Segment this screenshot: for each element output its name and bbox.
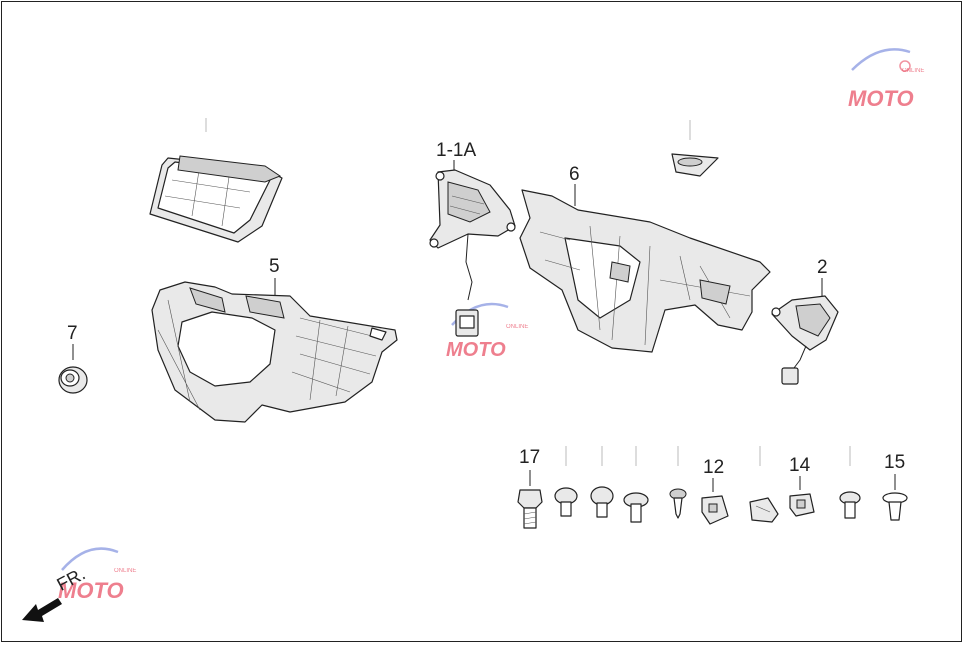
watermark-top-right: MOTO ONLINE — [848, 48, 924, 111]
part-5-front-cover — [151, 278, 398, 423]
watermark-subtext-bottom: ONLINE — [114, 568, 136, 574]
part-screw-b — [590, 446, 614, 518]
part-17-bolt — [517, 470, 543, 529]
part-7-grommet — [58, 344, 88, 394]
part-screw-c — [623, 446, 649, 523]
callout-17: 17 — [519, 447, 541, 468]
part-tapping-screw — [669, 446, 687, 519]
watermark-text-bottom: MOTO — [58, 578, 124, 603]
watermark-bottom-left: MOTO ONLINE — [58, 547, 136, 603]
callout-7: 7 — [67, 323, 78, 344]
part-1-1a-left-switch — [429, 160, 516, 337]
watermark-subtext-top: ONLINE — [902, 68, 924, 74]
watermark-text-top: MOTO — [848, 86, 914, 111]
part-screw-a — [554, 446, 578, 517]
callout-6: 6 — [569, 164, 580, 185]
part-15-screw — [882, 474, 908, 521]
part-top-emblem — [671, 120, 719, 177]
callout-2: 2 — [817, 257, 828, 278]
part-clip-nut — [749, 446, 779, 523]
watermark-subtext-center: ONLINE — [506, 324, 528, 330]
part-screw-d — [839, 446, 861, 519]
callout-14: 14 — [789, 455, 811, 476]
front-direction-arrow — [22, 598, 62, 622]
part-6-inner-cover — [519, 184, 771, 353]
part-12-clip — [701, 478, 729, 525]
watermark-text-center: MOTO — [446, 339, 506, 361]
part-upper-cover — [149, 118, 283, 243]
part-14-clip — [789, 476, 815, 517]
callout-12: 12 — [703, 457, 725, 478]
callout-15: 15 — [884, 452, 906, 473]
callout-5: 5 — [269, 256, 280, 277]
part-2-right-switch — [771, 278, 839, 385]
callout-1-1a: 1-1A — [436, 140, 477, 161]
